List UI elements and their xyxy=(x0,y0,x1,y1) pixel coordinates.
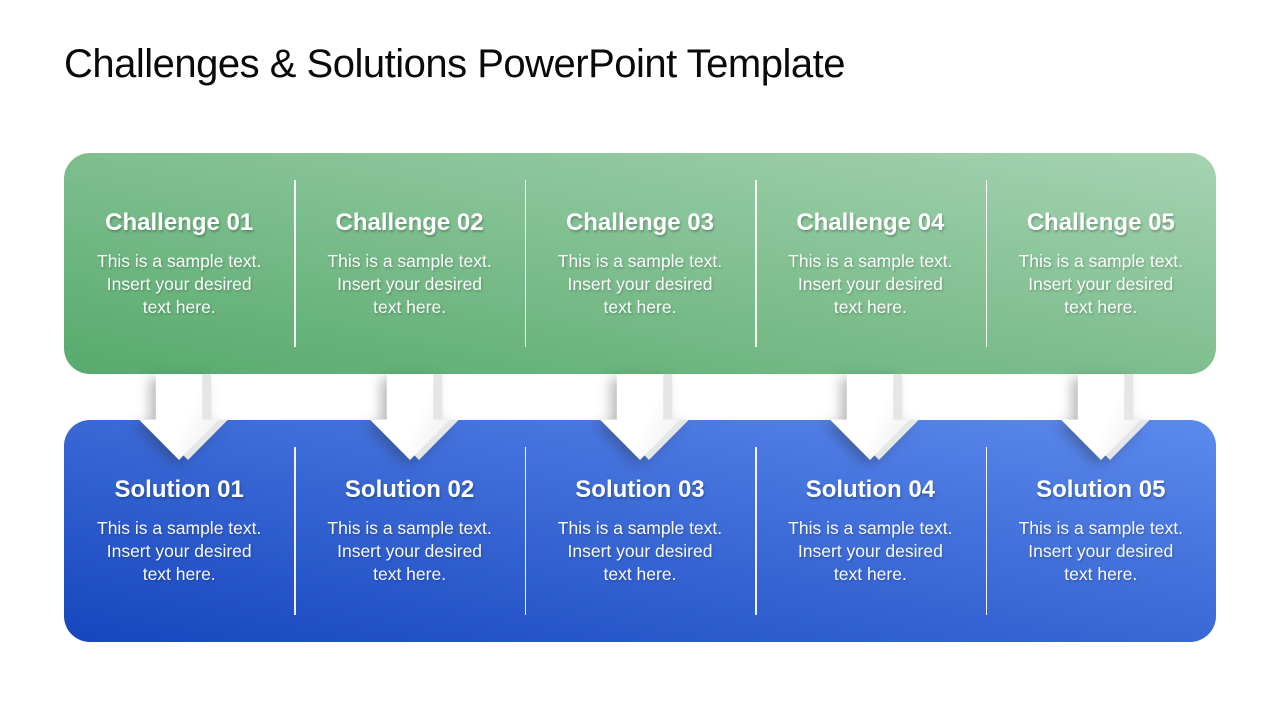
solution-3-body: This is a sample text. Insert your desir… xyxy=(557,517,723,585)
column-divider xyxy=(985,447,988,615)
challenge-column-2: Challenge 02 This is a sample text. Inse… xyxy=(294,153,524,374)
solution-column-5: Solution 05 This is a sample text. Inser… xyxy=(986,420,1216,642)
challenge-3-body: This is a sample text. Insert your desir… xyxy=(557,250,723,318)
solution-column-4: Solution 04 This is a sample text. Inser… xyxy=(755,420,985,642)
solution-1-body: This is a sample text. Insert your desir… xyxy=(97,517,262,585)
down-arrow-icon xyxy=(600,374,680,460)
challenge-4-heading: Challenge 04 xyxy=(796,209,945,236)
solution-5-body: This is a sample text. Insert your desir… xyxy=(1018,517,1183,585)
challenge-5-body: This is a sample text. Insert your desir… xyxy=(1018,250,1183,318)
challenge-column-1: Challenge 01 This is a sample text. Inse… xyxy=(64,153,294,374)
solution-column-1: Solution 01 This is a sample text. Inser… xyxy=(64,420,294,642)
solution-2-heading: Solution 02 xyxy=(344,476,475,503)
challenges-band: Challenge 01 This is a sample text. Inse… xyxy=(64,153,1216,374)
challenge-2-heading: Challenge 02 xyxy=(335,209,484,236)
column-divider xyxy=(985,180,988,347)
solution-column-2: Solution 02 This is a sample text. Inser… xyxy=(294,420,524,642)
column-divider xyxy=(294,180,296,347)
column-divider xyxy=(755,447,757,615)
down-arrow-icon xyxy=(139,374,219,460)
down-arrow-icon xyxy=(830,374,910,460)
down-arrow-icon xyxy=(370,374,450,460)
challenge-column-5: Challenge 05 This is a sample text. Inse… xyxy=(986,153,1216,374)
solution-3-heading: Solution 03 xyxy=(575,476,705,503)
page-title: Challenges & Solutions PowerPoint Templa… xyxy=(64,42,845,86)
challenge-4-body: This is a sample text. Insert your desir… xyxy=(788,250,953,318)
challenge-3-heading: Challenge 03 xyxy=(565,209,714,236)
column-divider xyxy=(755,180,757,347)
column-divider xyxy=(294,447,296,615)
solution-1-heading: Solution 01 xyxy=(114,476,244,503)
column-divider xyxy=(524,447,527,615)
challenges-columns: Challenge 01 This is a sample text. Inse… xyxy=(64,153,1216,374)
challenge-column-4: Challenge 04 This is a sample text. Inse… xyxy=(755,153,985,374)
solution-2-body: This is a sample text. Insert your desir… xyxy=(327,517,492,585)
challenge-2-body: This is a sample text. Insert your desir… xyxy=(327,250,492,318)
challenge-column-3: Challenge 03 This is a sample text. Inse… xyxy=(525,153,755,374)
down-arrow-icon xyxy=(1061,374,1141,460)
challenge-1-body: This is a sample text. Insert your desir… xyxy=(97,250,262,318)
solutions-columns: Solution 01 This is a sample text. Inser… xyxy=(64,420,1216,642)
challenge-5-heading: Challenge 05 xyxy=(1026,209,1175,236)
challenge-1-heading: Challenge 01 xyxy=(105,209,254,236)
solution-column-3: Solution 03 This is a sample text. Inser… xyxy=(525,420,755,642)
solution-4-heading: Solution 04 xyxy=(805,476,936,503)
solution-5-heading: Solution 05 xyxy=(1036,476,1166,503)
column-divider xyxy=(524,180,527,347)
solution-4-body: This is a sample text. Insert your desir… xyxy=(788,517,953,585)
